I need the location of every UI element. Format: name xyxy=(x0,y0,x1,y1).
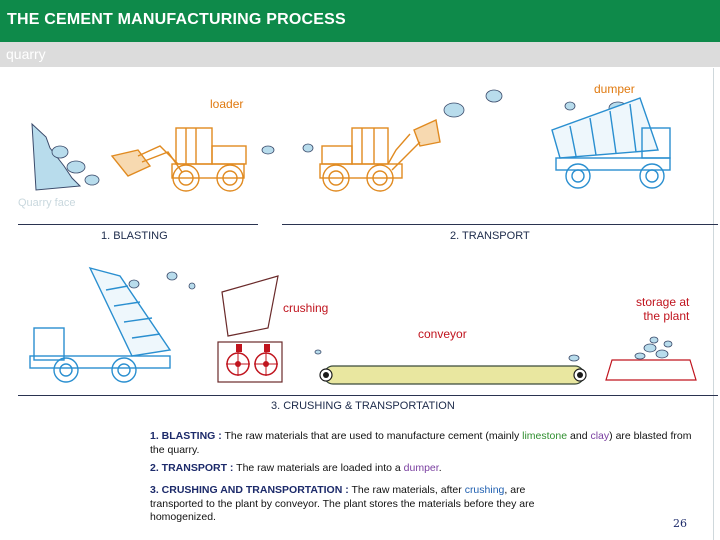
clay-term: clay xyxy=(590,430,610,442)
falling-rocks xyxy=(128,271,196,290)
rock-fragments xyxy=(261,89,628,155)
quarry-face-label: Quarry face xyxy=(18,197,76,209)
section-title: quarry xyxy=(6,46,46,62)
dumper-term: dumper xyxy=(403,462,439,474)
crushing-text-1: The raw materials, after xyxy=(351,484,462,496)
loader-label: loader xyxy=(210,97,244,111)
blasting-text-1: The raw materials that are used to manuf… xyxy=(224,430,520,442)
conveyor-illustration xyxy=(314,349,587,385)
step-crushing-caption: 3. CRUSHING & TRANSPORTATION xyxy=(271,400,455,412)
crushing-term: 3. CRUSHING AND TRANSPORTATION : xyxy=(150,484,349,496)
right-divider xyxy=(713,68,714,540)
dumper-illustration-1 xyxy=(551,97,671,189)
blasting-text-2: and xyxy=(570,430,588,442)
transport-text-1: The raw materials are loaded into a xyxy=(236,462,401,474)
quarry-face-illustration xyxy=(31,122,100,191)
crushing-divider xyxy=(18,395,718,396)
crushing-label: crushing xyxy=(283,301,329,315)
title-bar: THE CEMENT MANUFACTURING PROCESS xyxy=(0,0,720,42)
crushing-text-2: , are transported to the plant by convey… xyxy=(150,484,535,523)
dumper-illustration-2 xyxy=(29,266,172,383)
loader-illustration-1 xyxy=(110,127,247,192)
description-blasting: 1. BLASTING : The raw materials that are… xyxy=(150,430,698,457)
page-title: THE CEMENT MANUFACTURING PROCESS xyxy=(7,11,346,28)
section-bar: quarry xyxy=(0,42,720,67)
description-crushing: 3. CRUSHING AND TRANSPORTATION : The raw… xyxy=(150,484,560,525)
blasting-divider xyxy=(18,224,258,225)
conveyor-label: conveyor xyxy=(418,327,467,341)
step-transport-caption: 2. TRANSPORT xyxy=(450,230,530,242)
storage-illustration xyxy=(605,336,697,381)
transport-term: 2. TRANSPORT : xyxy=(150,462,234,474)
dumper-label: dumper xyxy=(594,82,635,96)
step-blasting-caption: 1. BLASTING xyxy=(101,230,168,242)
transport-text-2: . xyxy=(438,462,442,474)
loader-illustration-2 xyxy=(319,118,441,192)
blasting-text-3: ) are blasted from the quarry. xyxy=(150,430,692,456)
transport-divider xyxy=(282,224,718,225)
description-transport: 2. TRANSPORT : The raw materials are loa… xyxy=(150,462,698,476)
crusher-illustration xyxy=(217,275,283,383)
crushing-highlight: crushing xyxy=(464,484,505,496)
storage-label: storage at the plant xyxy=(636,295,690,323)
blasting-term: 1. BLASTING : xyxy=(150,430,222,442)
page-number: 26 xyxy=(673,517,687,530)
limestone-term: limestone xyxy=(522,430,568,442)
